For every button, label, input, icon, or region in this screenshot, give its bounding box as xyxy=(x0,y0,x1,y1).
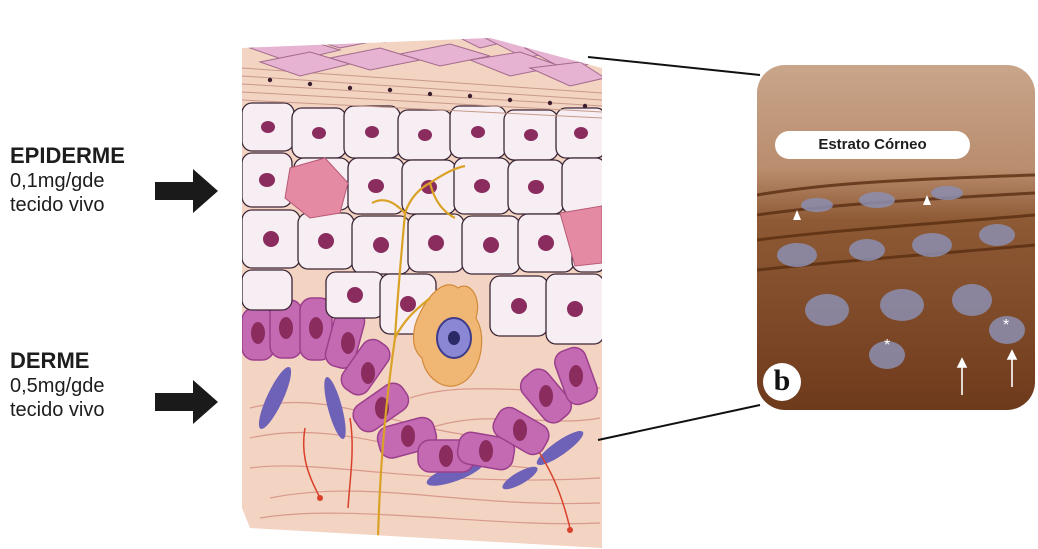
bottom-connector-line xyxy=(598,405,760,440)
svg-text:*: * xyxy=(1003,317,1009,334)
histology-micrograph: * * Estrato Córneo b xyxy=(757,65,1035,410)
micrograph-label: Estrato Córneo xyxy=(775,131,970,159)
panel-letter: b xyxy=(763,363,801,401)
svg-text:*: * xyxy=(884,337,890,354)
top-connector-line xyxy=(588,57,760,75)
micrograph-image: * * xyxy=(757,65,1035,410)
